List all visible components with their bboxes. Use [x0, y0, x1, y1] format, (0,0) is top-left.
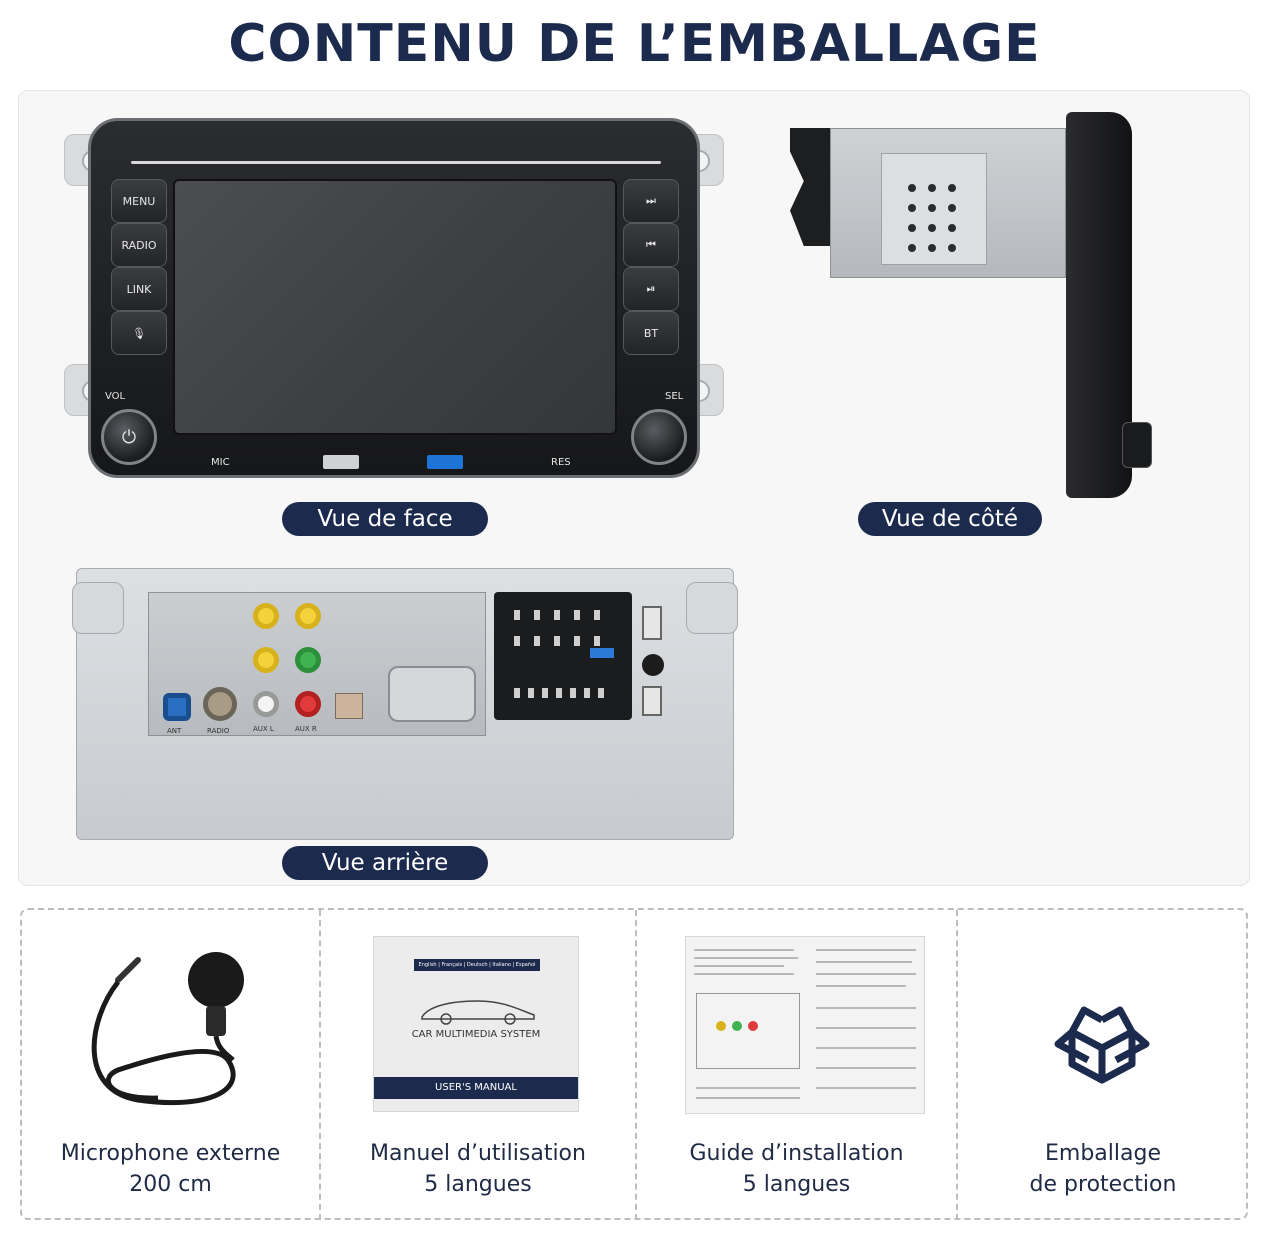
item-user-manual: English | Français | Deutsch | Italiano …: [321, 910, 635, 1220]
divider: [635, 910, 637, 1220]
divider: [956, 910, 958, 1220]
caption-line-1: Guide d’installation: [689, 1141, 904, 1166]
front-view-image: MENU RADIO LINK 🎙 ⏭ ⏮ ⏯ BT VOL SEL ⏻ MIC…: [64, 112, 724, 480]
microphone-icon: 🎙: [111, 311, 167, 355]
radio-connector: [203, 687, 237, 721]
caption-line-2: 5 langues: [742, 1172, 851, 1197]
radio-label: RADIO: [207, 727, 230, 735]
aux-l-label: AUX L: [253, 725, 274, 733]
dsub-connector: [388, 666, 476, 722]
bt-button: BT: [623, 311, 679, 355]
item-protective-packaging: Emballage de protection: [958, 910, 1248, 1220]
display-screen: [173, 179, 617, 435]
side-chassis: [830, 128, 1066, 278]
page-title: CONTENU DE L’EMBALLAGE: [228, 14, 1041, 74]
head-unit-face: MENU RADIO LINK 🎙 ⏭ ⏮ ⏯ BT VOL SEL ⏻ MIC…: [88, 118, 700, 478]
mic-label: MIC: [211, 457, 230, 468]
usb-port: [642, 606, 662, 640]
rca-yellow: [253, 603, 279, 629]
ant-label: ANT: [167, 727, 182, 735]
side-knob: [1122, 422, 1152, 468]
disc-slot: [131, 161, 661, 164]
manual-system-title: CAR MULTIMEDIA SYSTEM: [411, 1029, 541, 1040]
microphone-icon: [91, 952, 244, 1106]
installation-guide-image: [685, 936, 925, 1114]
front-view-label: Vue de face: [282, 502, 488, 536]
mount-ear: [686, 582, 738, 634]
caption-line-2: 200 cm: [129, 1172, 212, 1197]
aux-port: [642, 686, 662, 716]
left-button-column: MENU RADIO LINK 🎙: [111, 179, 167, 355]
caption-line-1: Emballage: [1045, 1141, 1161, 1166]
side-plate: [881, 153, 987, 265]
caption-line-2: de protection: [1029, 1172, 1177, 1197]
item-installation-guide: Guide d’installation 5 langues: [637, 910, 956, 1220]
usb-port: [323, 455, 359, 469]
caption-line-1: Manuel d’utilisation: [370, 1141, 586, 1166]
side-view-label: Vue de côté: [858, 502, 1042, 536]
car-icon: [421, 1000, 535, 1025]
antenna-connector: [163, 693, 191, 721]
side-faceplate: [1066, 112, 1132, 498]
rca-yellow: [295, 603, 321, 629]
caption-line-1: Microphone externe: [60, 1141, 281, 1166]
manual-footer: USER'S MANUAL: [374, 1077, 578, 1099]
radio-button: RADIO: [111, 223, 167, 267]
power-icon: ⏻: [101, 409, 157, 465]
accessories-panel: Microphone externe 200 cm English | Fran…: [20, 908, 1248, 1220]
rca-yellow: [253, 647, 279, 673]
select-knob: [631, 409, 687, 465]
item-microphone: Microphone externe 200 cm: [22, 910, 319, 1220]
rca-red: [295, 691, 321, 717]
user-manual-image: English | Français | Deutsch | Italiano …: [373, 936, 579, 1112]
manual-languages: English | Français | Deutsch | Italiano …: [414, 959, 540, 971]
back-view-label: Vue arrière: [282, 846, 488, 880]
usb-connector: [335, 693, 363, 719]
rca-green: [295, 647, 321, 673]
mount-ear: [72, 582, 124, 634]
previous-track-icon: ⏮: [623, 223, 679, 267]
sel-label: SEL: [665, 391, 684, 402]
right-button-column: ⏭ ⏮ ⏯ BT: [623, 179, 679, 355]
vol-label: VOL: [105, 391, 126, 402]
rca-white: [253, 691, 279, 717]
next-track-icon: ⏭: [623, 179, 679, 223]
play-pause-icon: ⏯: [623, 267, 679, 311]
res-label: RES: [551, 457, 571, 468]
link-button: LINK: [111, 267, 167, 311]
box-icon: [1054, 1006, 1150, 1084]
divider: [319, 910, 321, 1220]
gps-port: [642, 654, 664, 676]
menu-button: MENU: [111, 179, 167, 223]
usb-port-blue: [427, 455, 463, 469]
iso-harness-connector: [494, 592, 632, 720]
aux-r-label: AUX R: [295, 725, 317, 733]
side-view-image: [790, 112, 1152, 502]
back-view-image: ANT RADIO AUX L AUX R: [72, 562, 738, 842]
caption-line-2: 5 langues: [424, 1172, 532, 1197]
